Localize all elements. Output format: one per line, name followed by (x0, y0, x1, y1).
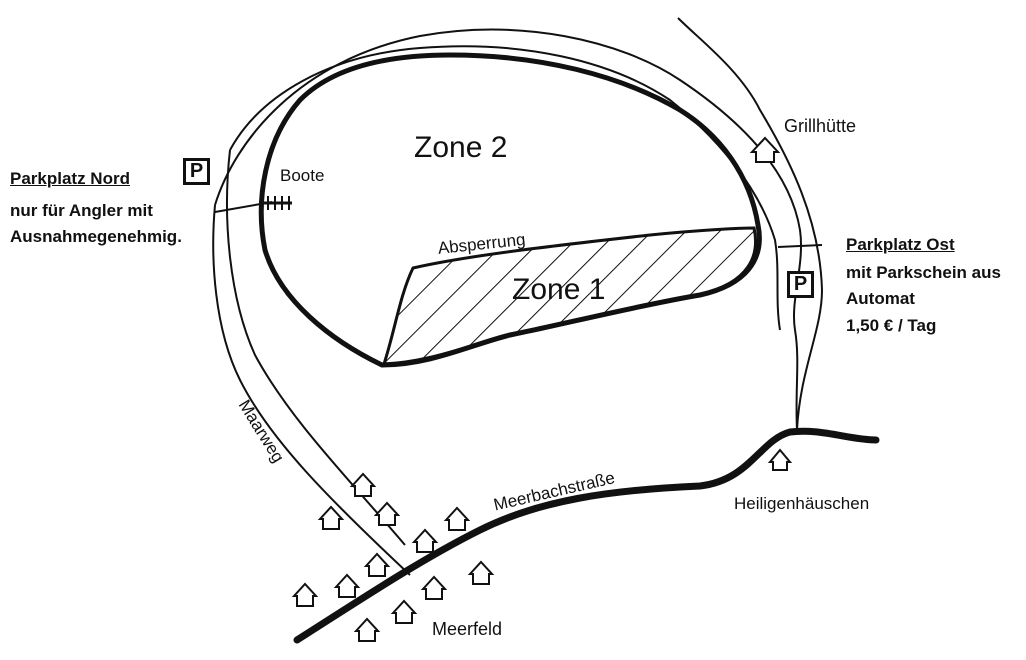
northeast-road (677, 17, 824, 431)
parking-east-line1: mit Parkschein aus (846, 263, 1001, 282)
maarweg-road (212, 204, 411, 576)
house-icon (411, 528, 439, 553)
house-icon (767, 448, 793, 471)
house-icon (363, 552, 391, 577)
grillhuette-label: Grillhütte (784, 116, 857, 136)
house-icon (373, 501, 401, 526)
maarweg-road-inner (226, 149, 406, 546)
parking-north-title: Parkplatz Nord (10, 169, 130, 188)
meerbachstrasse-road (293, 427, 880, 644)
house-icon (467, 560, 495, 585)
zone1-area (381, 226, 758, 366)
parking-east-line2: Automat (846, 289, 915, 308)
east-parking-line (777, 244, 823, 248)
meerfeld-label: Meerfeld (432, 619, 503, 639)
house-icon (353, 617, 381, 642)
inner-ring-path (229, 45, 781, 331)
house-icon (390, 599, 418, 624)
parking-east-line3: 1,50 € / Tag (846, 316, 937, 335)
zone2-label: Zone 2 (414, 131, 508, 164)
parking-north-line2: Ausnahmegenehmig. (10, 227, 182, 246)
outer-path (214, 28, 802, 431)
parking-north-line1: nur für Angler mit (10, 201, 153, 220)
boote-label: Boote (280, 166, 325, 185)
parking-sign-icon: P (787, 271, 814, 298)
house-icon (291, 582, 319, 607)
heiligenhaeuschen-label: Heiligenhäuschen (734, 494, 870, 513)
parking-east-title: Parkplatz Ost (846, 235, 955, 254)
house-icon (420, 575, 448, 600)
house-icon (749, 136, 781, 163)
house-icon (333, 573, 361, 598)
house-icon (317, 505, 345, 530)
zone1-label: Zone 1 (512, 273, 606, 306)
village-houses (291, 136, 793, 642)
house-icon (443, 506, 471, 531)
parking-sign-icon: P (183, 158, 210, 185)
house-icon (349, 472, 377, 497)
